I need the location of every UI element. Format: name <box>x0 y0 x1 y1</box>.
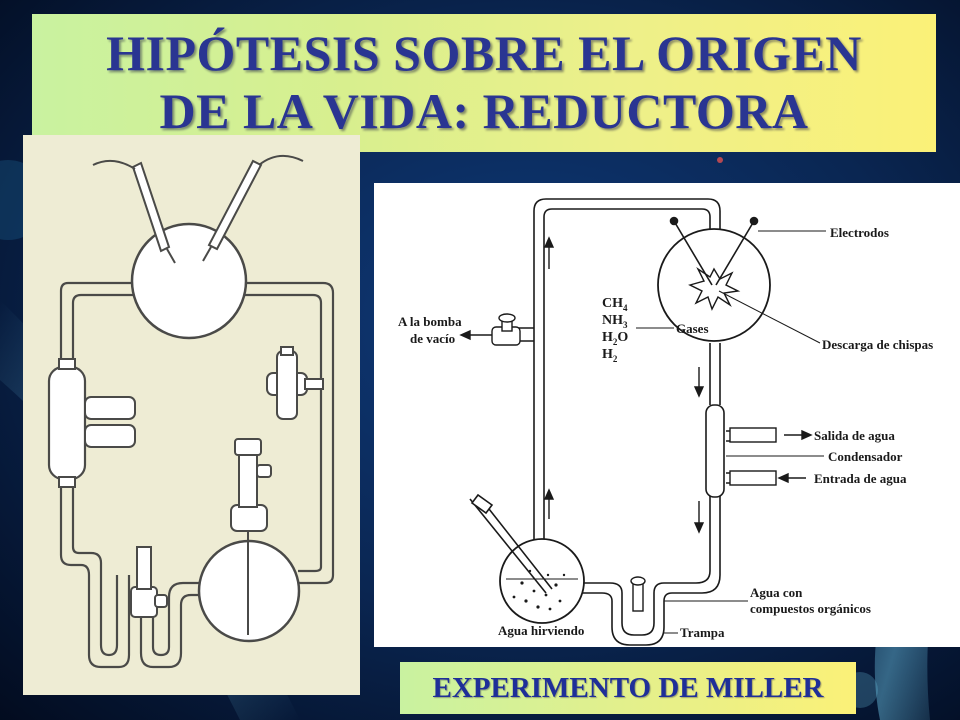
label-electrodos: Electrodos <box>830 225 889 240</box>
svg-text:CH4: CH4 <box>602 296 628 313</box>
apparatus-illustration <box>23 135 360 695</box>
miller-schematic: Electrodos A la bomba de vacío CH4 NH3 H… <box>374 183 960 647</box>
label-salida: Salida de agua <box>814 428 895 443</box>
caption-text: EXPERIMENTO DE MILLER <box>432 672 824 704</box>
title-line-2: DE LA VIDA: REDUCTORA <box>159 83 809 139</box>
svg-text:H2O: H2O <box>602 330 628 347</box>
svg-text:NH3: NH3 <box>602 313 628 330</box>
label-descarga: Descarga de chispas <box>822 337 933 352</box>
label-bomba-line2: de vacío <box>410 331 455 346</box>
label-agua-con-line1: Agua con <box>750 585 803 600</box>
label-agua-con-line2: compuestos orgánicos <box>750 601 871 616</box>
title-line-1: HIPÓTESIS SOBRE EL ORIGEN <box>106 25 862 81</box>
label-entrada: Entrada de agua <box>814 471 907 486</box>
caption-banner: EXPERIMENTO DE MILLER <box>400 662 856 714</box>
label-agua-hirviendo: Agua hirviendo <box>498 623 584 638</box>
label-condensador: Condensador <box>828 449 903 464</box>
label-trampa: Trampa <box>680 625 725 640</box>
label-gases: Gases <box>676 321 709 336</box>
label-bomba-line1: A la bomba <box>398 314 462 329</box>
title-banner: HIPÓTESIS SOBRE EL ORIGEN DE LA VIDA: RE… <box>32 14 936 152</box>
